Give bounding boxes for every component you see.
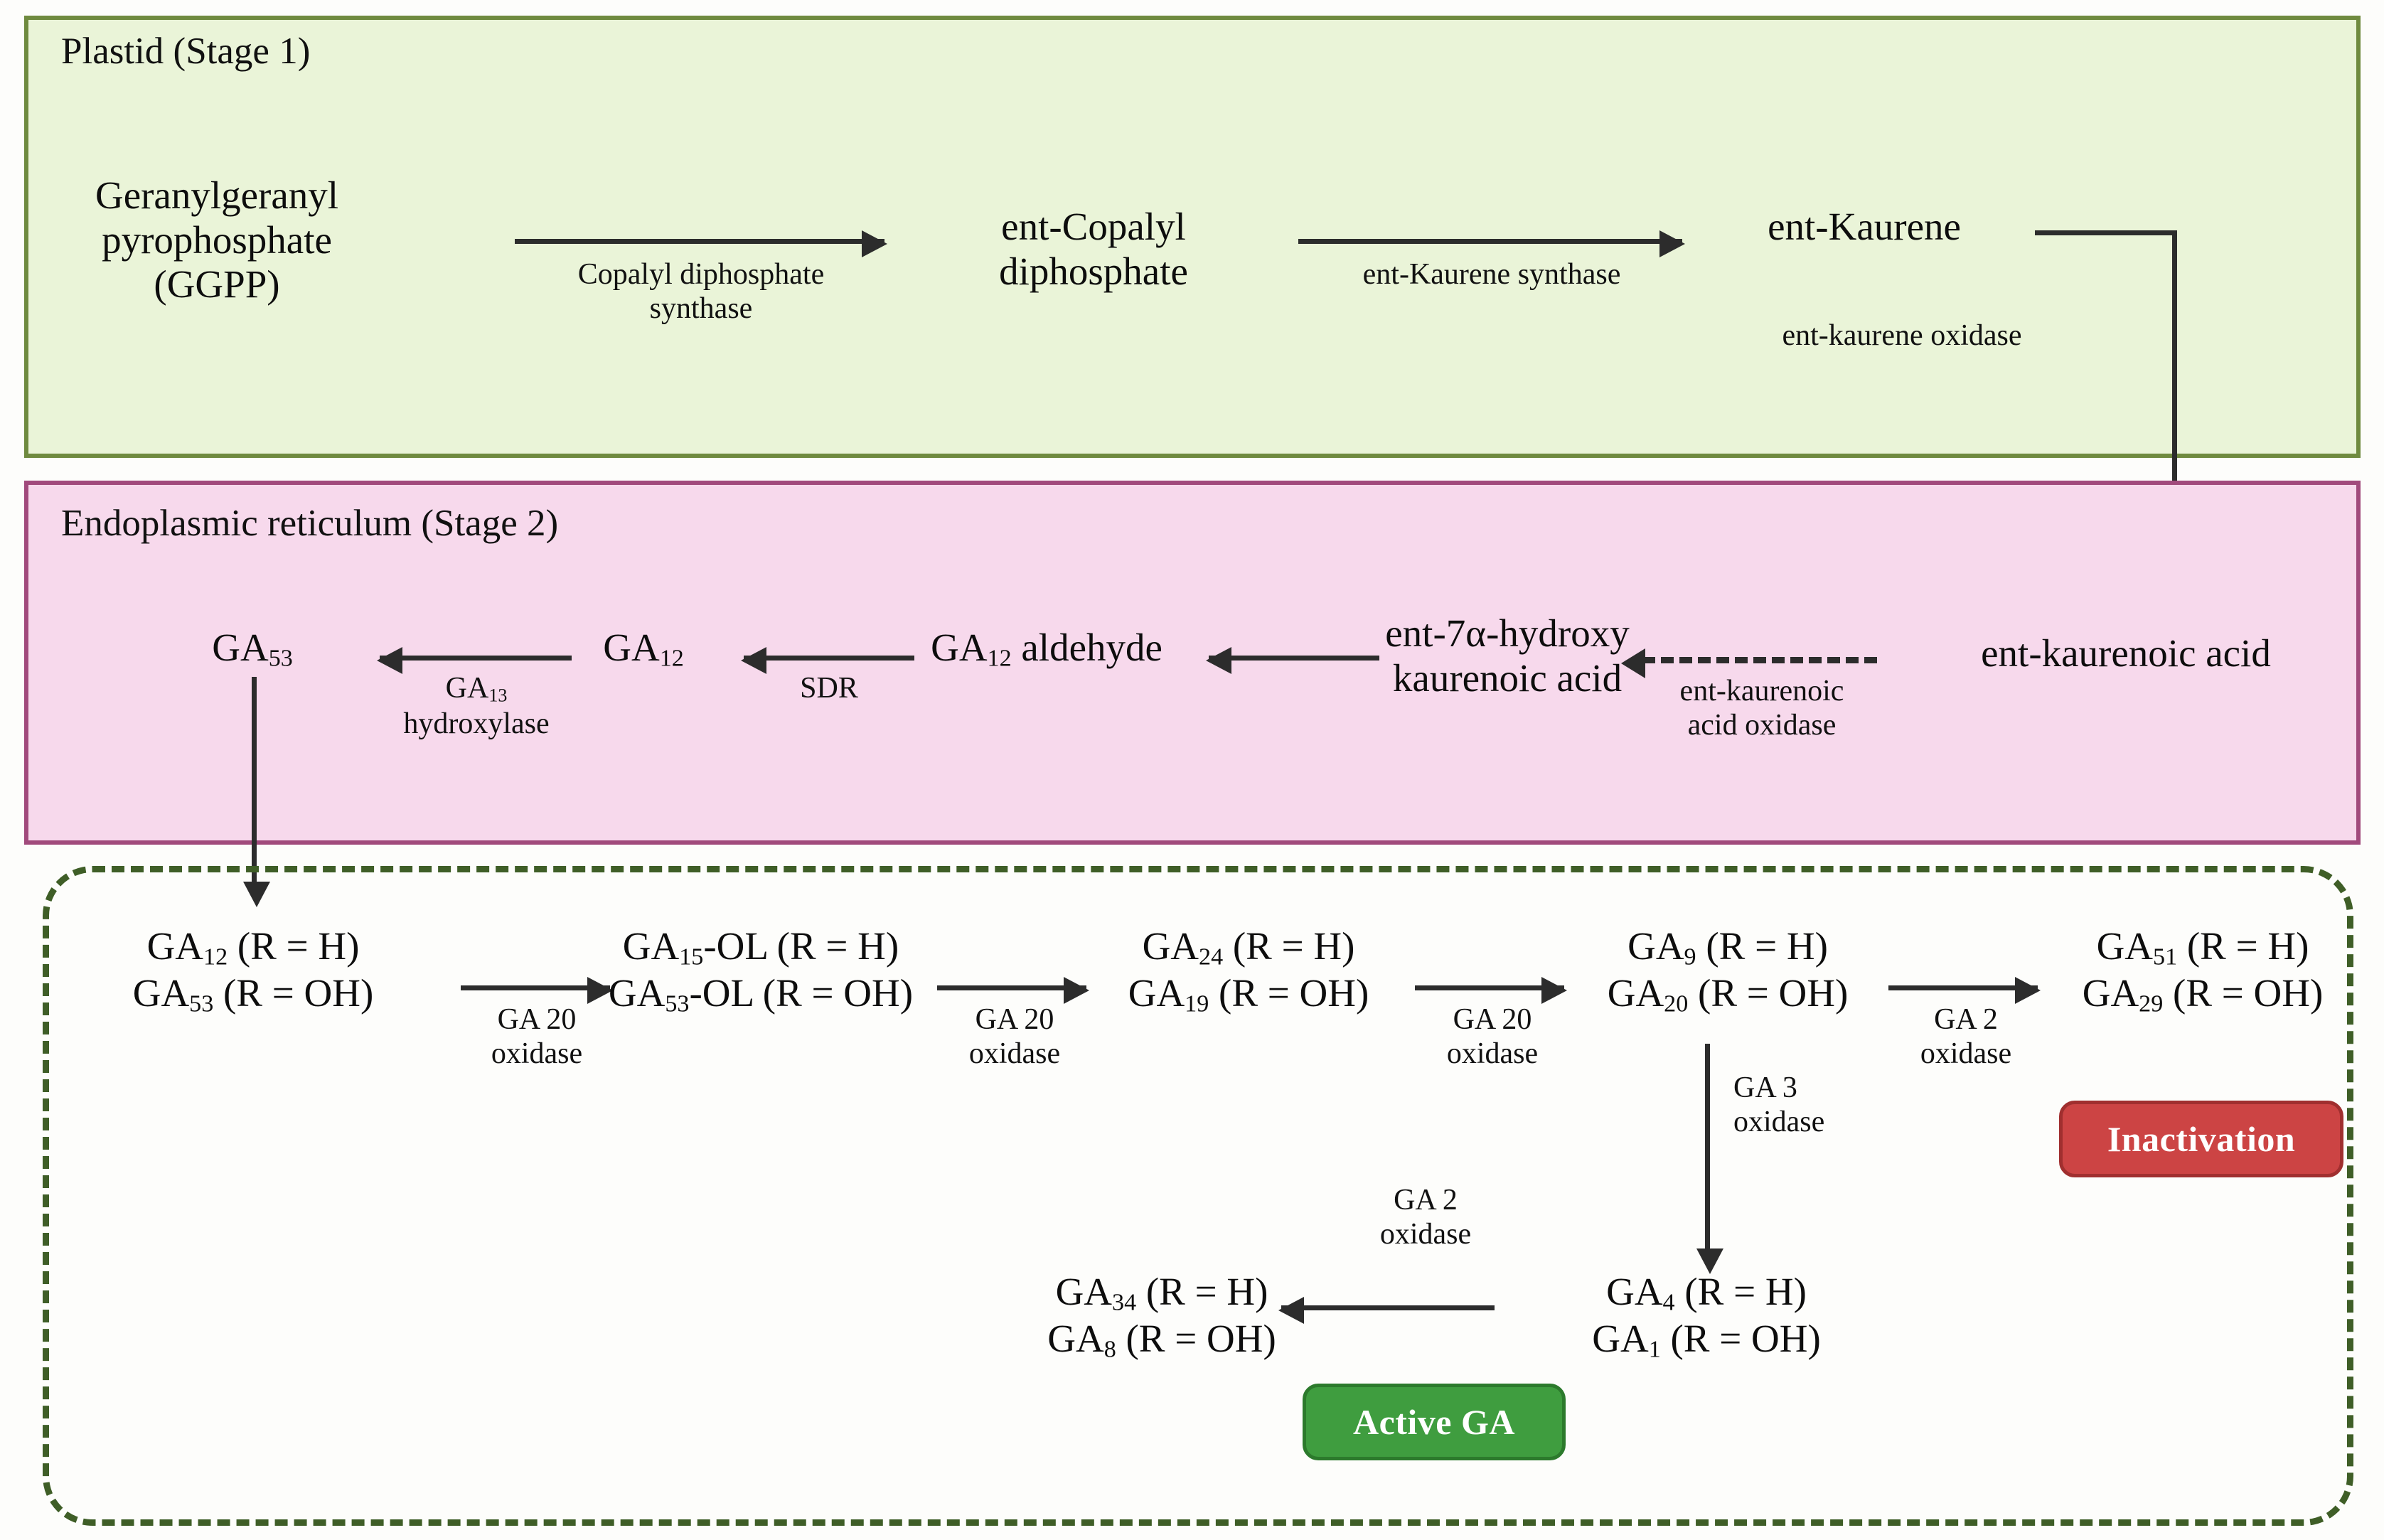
node-ent-kaurene: ent-Kaurene (1768, 205, 1961, 248)
enzyme-ga20-oxidase-2: GA 20 oxidase (968, 1003, 1061, 1071)
node-ga34-ga8: GA34 (R = H) GA8 (R = OH) (1047, 1270, 1276, 1363)
enzyme-ga2-oxidase-1: GA 2 oxidase (1920, 1003, 2012, 1071)
enzyme-ga13-hydroxylase: GA13 hydroxylase (403, 672, 550, 740)
node-ga12: GA12 (603, 626, 684, 672)
plastid-stage-container (24, 16, 2361, 458)
node-ga53: GA53 (212, 626, 293, 672)
arrow-s3-2 (937, 977, 1089, 1004)
enzyme-ent-kaurene-synthase: ent-Kaurene synthase (1362, 258, 1621, 291)
arrow-cdp-to-kaurene (1298, 230, 1685, 257)
node-ga24-ga19: GA24 (R = H) GA19 (R = OH) (1128, 924, 1369, 1017)
arrow-hydroxy-ka-to-ga12ald (1206, 647, 1379, 674)
enzyme-ga20-oxidase-3: GA 20 oxidase (1446, 1003, 1539, 1071)
status-badge-inactivation: Inactivation (2059, 1101, 2343, 1177)
arrow-s3-1 (461, 977, 613, 1004)
enzyme-copalyl-diphosphate-synthase: Copalyl diphosphate synthase (577, 258, 825, 326)
node-ent-7a-hydroxy-kaurenoic-acid: ent-7α-hydroxy kaurenoic acid (1385, 611, 1630, 700)
enzyme-ga2-oxidase-2: GA 2 oxidase (1379, 1184, 1472, 1251)
arrow-kaurenoic-to-hydroxy-ka-dashed (1621, 648, 1877, 678)
enzyme-ga20-oxidase-1: GA 20 oxidase (491, 1003, 583, 1071)
er-title: Endoplasmic reticulum (Stage 2) (61, 503, 559, 544)
node-ga12-aldehyde: GA12 aldehyde (931, 626, 1162, 672)
node-ga12-ga53: GA12 (R = H) GA53 (R = OH) (132, 924, 374, 1017)
cytosol-stage-container (43, 866, 2353, 1526)
status-badge-active-ga: Active GA (1303, 1384, 1566, 1460)
arrow-ga12-to-ga53 (377, 647, 572, 674)
arrow-ga53-to-stage3 (243, 677, 270, 907)
arrow-ga9-to-ga4 (1696, 1044, 1723, 1274)
node-ga9-ga20: GA9 (R = H) GA20 (R = OH) (1607, 924, 1849, 1017)
arrow-ga12ald-to-ga12 (741, 647, 914, 674)
node-ggpp: Geranylgeranyl pyrophosphate (GGPP) (95, 173, 339, 306)
er-stage-container (24, 481, 2361, 845)
node-ent-copalyl-diphosphate: ent-Copalyl diphosphate (999, 205, 1188, 293)
node-ga51-ga29: GA51 (R = H) GA29 (R = OH) (2082, 924, 2324, 1017)
enzyme-ent-kaurenoic-acid-oxidase: ent-kaurenoic acid oxidase (1679, 675, 1844, 742)
node-ga15ol-ga53ol: GA15-OL (R = H) GA53-OL (R = OH) (608, 924, 914, 1017)
arrow-s3-3 (1415, 977, 1567, 1004)
plastid-title: Plastid (Stage 1) (61, 31, 311, 72)
enzyme-sdr: SDR (800, 672, 858, 705)
arrow-s3-4 (1888, 977, 2041, 1004)
enzyme-ent-kaurene-oxidase: ent-kaurene oxidase (1782, 319, 2022, 352)
arrow-ggpp-to-cdp (515, 230, 887, 257)
enzyme-ga3-oxidase: GA 3 oxidase (1733, 1071, 1825, 1139)
node-ent-kaurenoic-acid: ent-kaurenoic acid (1981, 631, 2271, 675)
arrow-ga4-to-ga34 (1278, 1297, 1495, 1324)
node-ga4-ga1: GA4 (R = H) GA1 (R = OH) (1592, 1270, 1821, 1363)
